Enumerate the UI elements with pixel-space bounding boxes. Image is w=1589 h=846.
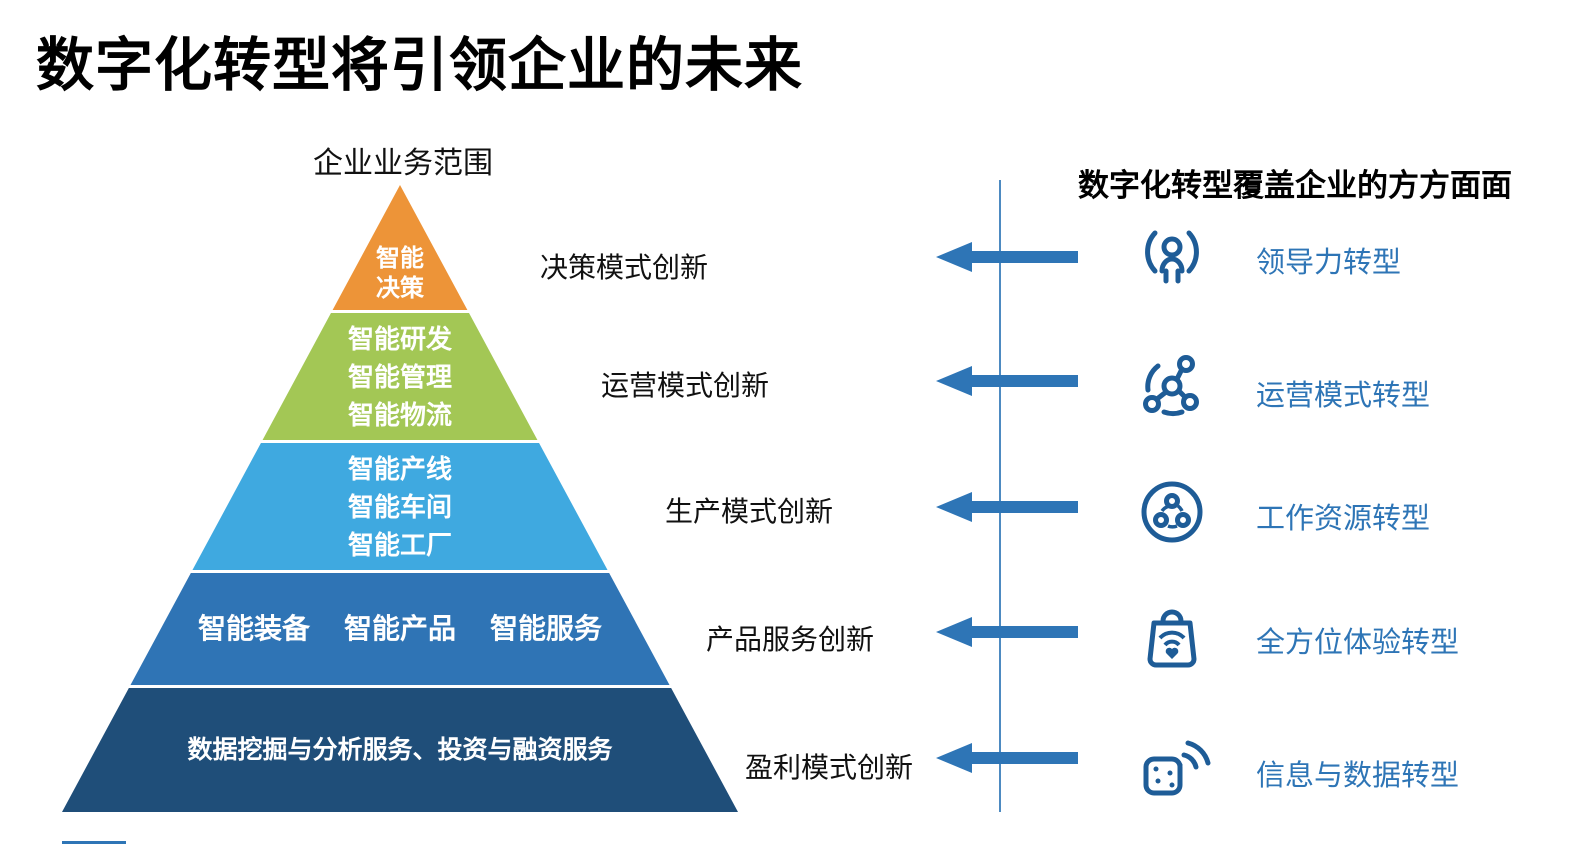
layer-text-line: 智能服务 — [490, 613, 603, 644]
leadership-broadcast-icon — [1128, 211, 1216, 299]
pyramid-layer-products-services: 智能装备 智能产品 智能服务 — [130, 573, 670, 685]
layer-text-line: 智能产品 — [343, 613, 456, 644]
layer-text-line: 智能研发 — [347, 323, 452, 354]
left-arrow — [936, 489, 1078, 525]
transformation-label: 信息与数据转型 — [1256, 760, 1460, 792]
vertical-divider-line — [999, 180, 1001, 812]
label-profit-innovation: 盈利模式创新 — [745, 752, 914, 783]
right-panel-heading: 数字化转型覆盖企业的方方面面 — [1078, 168, 1512, 203]
transformation-label: 领导力转型 — [1256, 247, 1402, 279]
left-arrow — [936, 363, 1078, 399]
label-decision-innovation: 决策模式创新 — [540, 252, 709, 283]
label-production-innovation: 生产模式创新 — [665, 496, 834, 527]
experience-shopping-bag-icon — [1128, 593, 1216, 681]
pyramid-diagram: 智能 决策 智能研发 智能管理 智能物流 智能产线 智能车间 智能工厂 智能装备… — [62, 185, 738, 812]
label-operation-innovation: 运营模式创新 — [601, 370, 770, 401]
layer-text-line: 智能管理 — [347, 361, 452, 392]
layer-text-line: 智能 — [376, 245, 424, 272]
layer-text-line: 智能产线 — [347, 453, 452, 484]
footer-accent-line — [62, 841, 126, 844]
information-data-icon — [1128, 723, 1216, 811]
layer-text-line: 智能工厂 — [347, 529, 452, 560]
layer-text-line: 数据挖掘与分析服务、投资与融资服务 — [187, 736, 613, 764]
layer-text-line: 决策 — [376, 275, 424, 302]
pyramid-layer-data-services: 数据挖掘与分析服务、投资与融资服务 — [62, 688, 738, 812]
left-arrow — [936, 740, 1078, 776]
pyramid-layer-production: 智能产线 智能车间 智能工厂 — [192, 443, 608, 570]
left-arrow — [936, 239, 1078, 275]
page-title: 数字化转型将引领企业的未来 — [36, 33, 804, 98]
transformation-label: 全方位体验转型 — [1256, 627, 1460, 659]
work-resources-cycle-icon — [1128, 468, 1216, 556]
operations-network-icon — [1128, 344, 1216, 432]
pyramid-caption: 企业业务范围 — [313, 147, 493, 180]
label-product-service-innovation: 产品服务创新 — [706, 624, 875, 655]
transformation-label: 工作资源转型 — [1256, 503, 1431, 535]
layer-text-line: 智能物流 — [347, 399, 452, 430]
layer-text-line: 智能装备 — [197, 613, 310, 644]
left-arrow — [936, 614, 1078, 650]
layer-text-line: 智能车间 — [347, 491, 452, 522]
transformation-label: 运营模式转型 — [1256, 380, 1431, 412]
